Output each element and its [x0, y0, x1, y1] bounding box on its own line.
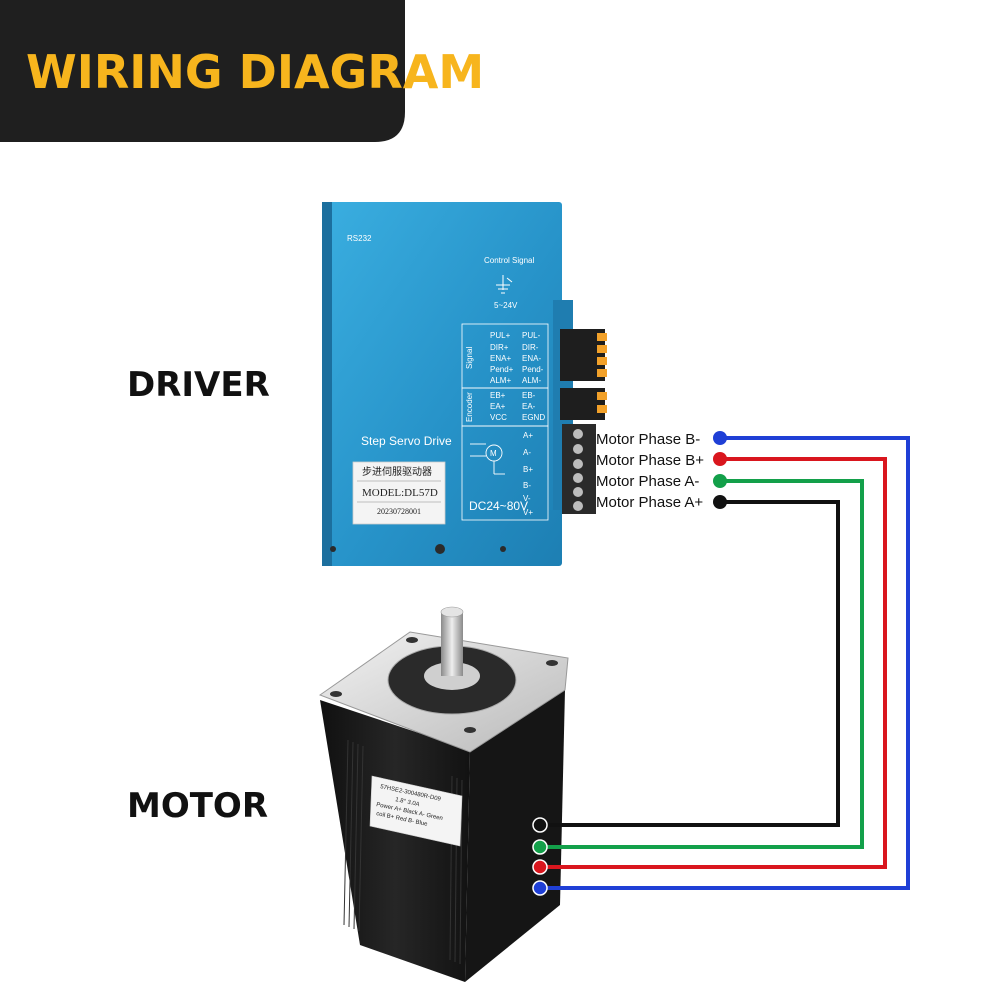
motor-wire-dot-a-plus: [532, 817, 548, 833]
encoder-group-label: Encoder: [465, 392, 474, 422]
wire-label-a-minus: Motor Phase A-: [596, 473, 699, 490]
model-sticker: [352, 461, 446, 525]
motor-spec: 1.8° 3.0A: [395, 797, 420, 808]
mount-hole: [546, 660, 558, 666]
driver-serial: 20230728001: [377, 507, 421, 516]
motor-wire-dot-a-minus: [532, 839, 548, 855]
mount-hole: [406, 637, 418, 643]
driver-side-edge: [322, 202, 332, 566]
signal-pin-right: ALM-: [522, 376, 541, 385]
motor-label: MOTOR: [127, 786, 268, 826]
wire-end-dot-a-plus: [713, 495, 727, 509]
control-signal-symbol: [496, 275, 513, 294]
wire-label-a-plus: Motor Phase A+: [596, 494, 703, 511]
motor-symbol: [470, 443, 505, 475]
signal-pin-right: ENA-: [522, 354, 541, 363]
signal-pin-left: DIR+: [490, 343, 509, 352]
motor-terminal-block: [562, 424, 596, 514]
signal-group-label: Signal: [465, 347, 474, 369]
header-banner: WIRING DIAGRAM: [0, 0, 484, 142]
voltage-signal-label: 5~24V: [494, 301, 518, 310]
wire-phase-a-plus: [540, 500, 840, 827]
encoder-connector-plug: [560, 388, 607, 420]
signal-pin-right: DIR-: [522, 343, 539, 352]
wire-phase-b-plus: [540, 457, 887, 869]
power-pin-box: [461, 425, 549, 521]
control-signal-label: Control Signal: [484, 256, 534, 265]
signal-pin-left: ENA+: [490, 354, 511, 363]
signal-pin-right: PUL-: [522, 331, 541, 340]
motor-shaft-tip: [440, 606, 464, 618]
signal-pin-left: Pend+: [490, 365, 514, 374]
wire-label-b-plus: Motor Phase B+: [596, 452, 704, 469]
driver-unit: RS232 Control Signal 5~24V Signal PUL+ D…: [322, 202, 607, 566]
signal-pin-right: Pend-: [522, 365, 544, 374]
stepper-motor: 57HSE2-300480R-D09 1.8° 3.0A Power A+ Bl…: [318, 606, 569, 982]
motor-spec-label: 57HSE2-300480R-D09 1.8° 3.0A Power A+ Bl…: [369, 775, 463, 847]
driver-chinese-name: 步进伺服驱动器: [362, 465, 432, 478]
power-pin-label: A-: [523, 448, 531, 457]
wire-end-dot-b-minus: [713, 431, 727, 445]
wire-label-b-minus: Motor Phase B-: [596, 431, 700, 448]
motor-wire-dot-b-minus: [532, 880, 548, 896]
wire-phase-b-minus: [540, 436, 910, 890]
driver-model: MODEL:DL57D: [362, 487, 438, 499]
encoder-pin-left: VCC: [490, 413, 507, 422]
mount-hole: [464, 727, 476, 733]
encoder-pin-right: EB-: [522, 391, 536, 400]
encoder-pin-right: EGND: [522, 413, 545, 422]
wire-end-dot-b-plus: [713, 452, 727, 466]
wire-phase-a-minus: [540, 479, 864, 849]
driver-label: DRIVER: [127, 365, 270, 405]
mount-hole: [330, 691, 342, 697]
header-background: [0, 0, 405, 142]
rs232-label: RS232: [347, 234, 372, 243]
driver-voltage: DC24~80V: [469, 499, 528, 513]
driver-product-name: Step Servo Drive: [361, 434, 452, 448]
encoder-pin-left: EA+: [490, 402, 506, 411]
signal-pin-left: ALM+: [490, 376, 511, 385]
page-title: WIRING DIAGRAM: [26, 45, 484, 99]
driver-bottom-screw: [500, 546, 506, 552]
power-pin-label: B-: [523, 481, 531, 490]
wire-end-dot-a-minus: [713, 474, 727, 488]
motor-shaft: [441, 612, 463, 676]
motor-symbol-letter: M: [490, 449, 497, 458]
driver-bottom-screw: [435, 544, 445, 554]
wire-set: [540, 436, 910, 890]
driver-bottom-screw: [330, 546, 336, 552]
encoder-pin-right: EA-: [522, 402, 536, 411]
encoder-pin-left: EB+: [490, 391, 506, 400]
signal-pin-left: PUL+: [490, 331, 511, 340]
motor-body-right: [465, 690, 565, 982]
motor-wire-dot-b-plus: [532, 859, 548, 875]
power-pin-label: A+: [523, 431, 533, 440]
power-pin-label: V+: [523, 508, 533, 517]
signal-connector-plug: [560, 329, 607, 381]
power-pin-label: V-: [523, 494, 531, 503]
power-pin-label: B+: [523, 465, 533, 474]
